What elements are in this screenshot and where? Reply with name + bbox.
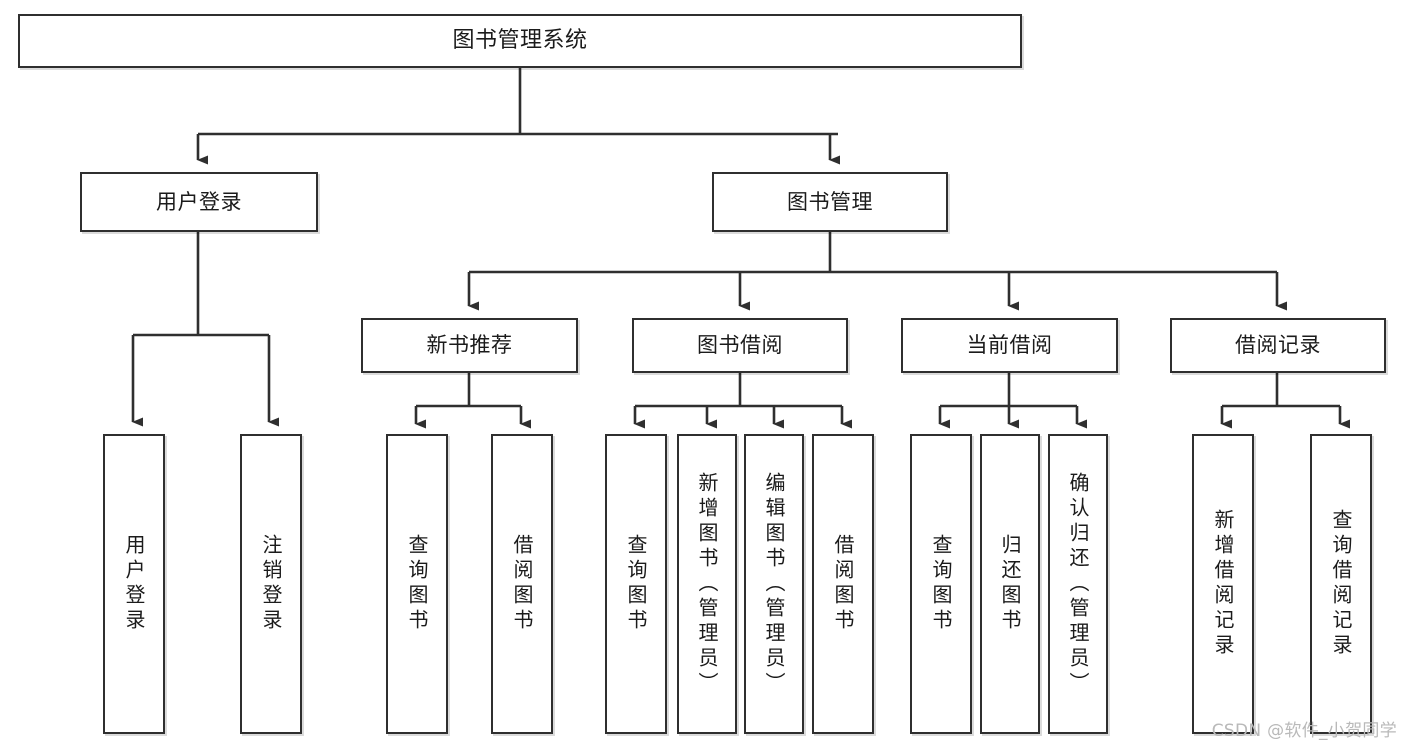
node-label: 当前借阅 xyxy=(966,333,1053,358)
leaf-current-borrow-return-books[interactable]: 归还图书 xyxy=(980,434,1040,734)
node-label: 借阅图书 xyxy=(831,534,855,634)
leaf-book-borrow-query-books[interactable]: 查询图书 xyxy=(605,434,667,734)
node-label: 借阅图书 xyxy=(510,534,534,634)
node-label: 查询图书 xyxy=(624,534,648,634)
node-label: 新书推荐 xyxy=(426,333,513,358)
node-label: 新增借阅记录 xyxy=(1211,509,1235,659)
leaf-current-borrow-confirm-return-admin[interactable]: 确认归还（管理员） xyxy=(1048,434,1108,734)
csdn-watermark: CSDN @软件_小贺同学 xyxy=(1211,721,1397,741)
node-book-management[interactable]: 图书管理 xyxy=(712,172,948,232)
node-borrow-records[interactable]: 借阅记录 xyxy=(1170,318,1386,373)
node-label: 查询借阅记录 xyxy=(1329,509,1353,659)
node-book-borrow[interactable]: 图书借阅 xyxy=(632,318,848,373)
node-label: 新增图书（管理员） xyxy=(695,471,719,697)
node-user-login[interactable]: 用户登录 xyxy=(80,172,318,232)
node-current-borrow[interactable]: 当前借阅 xyxy=(901,318,1118,373)
node-label: 用户登录 xyxy=(122,534,146,634)
node-label: 归还图书 xyxy=(998,534,1022,634)
leaf-borrow-records-add-record[interactable]: 新增借阅记录 xyxy=(1192,434,1254,734)
leaf-book-borrow-borrow-books[interactable]: 借阅图书 xyxy=(812,434,874,734)
leaf-user-login-logout[interactable]: 注销登录 xyxy=(240,434,302,734)
node-label: 借阅记录 xyxy=(1235,333,1321,358)
leaf-book-borrow-add-book-admin[interactable]: 新增图书（管理员） xyxy=(677,434,737,734)
leaf-current-borrow-query-books[interactable]: 查询图书 xyxy=(910,434,972,734)
leaf-borrow-records-query-record[interactable]: 查询借阅记录 xyxy=(1310,434,1372,734)
node-new-book-recommend[interactable]: 新书推荐 xyxy=(361,318,578,373)
node-label: 用户登录 xyxy=(156,189,242,214)
node-label: 图书管理系统 xyxy=(452,28,588,54)
node-label: 编辑图书（管理员） xyxy=(762,471,786,697)
node-label: 查询图书 xyxy=(405,534,429,634)
node-label: 确认归还（管理员） xyxy=(1066,471,1090,697)
node-label: 图书管理 xyxy=(787,189,873,214)
leaf-new-book-borrow-books[interactable]: 借阅图书 xyxy=(491,434,553,734)
node-label: 图书借阅 xyxy=(697,333,783,358)
leaf-user-login-login[interactable]: 用户登录 xyxy=(103,434,165,734)
node-label: 注销登录 xyxy=(259,534,283,634)
leaf-new-book-query-books[interactable]: 查询图书 xyxy=(386,434,448,734)
node-root-book-management-system[interactable]: 图书管理系统 xyxy=(18,14,1022,68)
leaf-book-borrow-edit-book-admin[interactable]: 编辑图书（管理员） xyxy=(744,434,804,734)
node-label: 查询图书 xyxy=(929,534,953,634)
